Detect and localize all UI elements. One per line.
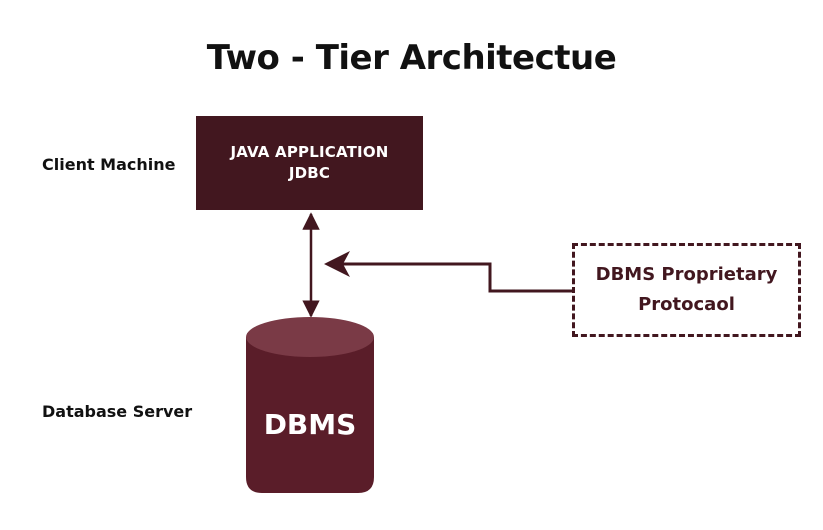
database-cylinder [246, 317, 374, 493]
application-line2: JDBC [288, 164, 331, 182]
dbms-protocol-box: DBMS Proprietary Protocaol [572, 243, 801, 337]
diagram-title: Two - Tier Architectue [206, 38, 617, 78]
cylinder-body [246, 337, 374, 493]
client-machine-label: Client Machine [42, 155, 176, 174]
dbms-label: DBMS [263, 408, 357, 441]
protocol-line2: Protocaol [638, 294, 735, 315]
protocol-arrow-head [324, 251, 350, 277]
java-application-box: JAVA APPLICATION JDBC [196, 116, 423, 210]
protocol-connector [340, 262, 572, 293]
protocol-line1: DBMS Proprietary [595, 264, 778, 285]
application-line1: JAVA APPLICATION [230, 143, 389, 161]
database-server-label: Database Server [42, 402, 193, 421]
cylinder-top [246, 317, 374, 357]
